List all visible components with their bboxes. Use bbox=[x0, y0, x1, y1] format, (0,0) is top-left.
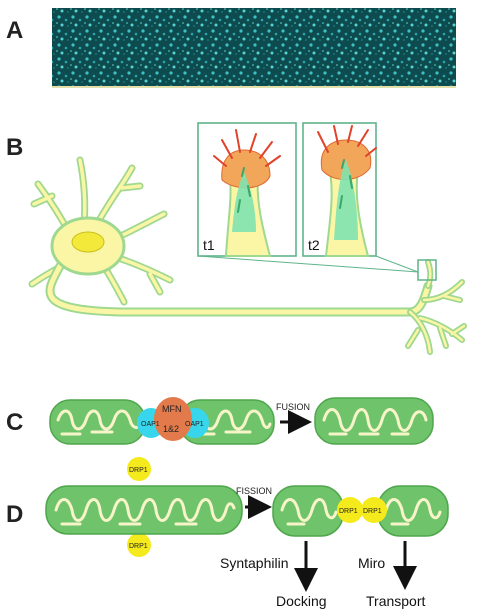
zoom-line-t1 bbox=[197, 255, 419, 273]
mfn-sub-label: 1&2 bbox=[163, 424, 179, 434]
panel-label-b: B bbox=[6, 134, 23, 161]
drp1-mid-right bbox=[361, 497, 387, 523]
mitochondrion-c-left bbox=[49, 399, 146, 445]
mitochondrion-fragment-right bbox=[377, 485, 449, 537]
drp1-mid-right-label: DRP1 bbox=[363, 508, 382, 515]
drp1-mid-left bbox=[337, 497, 363, 523]
opa1-left-label: OAP1 bbox=[141, 421, 160, 428]
inset-t2: t2 bbox=[302, 122, 377, 257]
micrograph-image bbox=[52, 8, 456, 86]
opa1-right-label: OAP1 bbox=[185, 421, 204, 428]
zoom-box bbox=[417, 259, 437, 281]
inset-t1-label: t1 bbox=[203, 237, 215, 253]
mfn-label: MFN bbox=[162, 404, 182, 414]
miro-label: Miro bbox=[358, 555, 385, 571]
drp1-top-label: DRP1 bbox=[129, 467, 148, 474]
drp1-mid-left-label: DRP1 bbox=[339, 508, 358, 515]
mfn-complex bbox=[154, 397, 192, 441]
transport-label: Transport bbox=[366, 593, 426, 609]
fission-label: FISSION bbox=[236, 486, 272, 496]
drp1-top bbox=[127, 457, 151, 481]
drp1-bottom bbox=[127, 533, 151, 557]
panel-label-c: C bbox=[6, 409, 23, 436]
mitochondrion-long bbox=[45, 485, 243, 535]
neuron bbox=[28, 156, 467, 355]
nucleus bbox=[71, 231, 105, 253]
panel-label-a: A bbox=[6, 17, 23, 44]
drp1-bottom-label: DRP1 bbox=[129, 543, 148, 550]
zoom-line-t2 bbox=[375, 255, 419, 273]
mitochondrion-fused bbox=[314, 397, 434, 445]
panel-label-d: D bbox=[6, 501, 23, 528]
syntaphilin-label: Syntaphilin bbox=[220, 555, 289, 571]
inset-t2-label: t2 bbox=[308, 237, 320, 253]
docking-label: Docking bbox=[276, 593, 327, 609]
fusion-label: FUSION bbox=[276, 402, 310, 412]
mitochondrion-fragment-left bbox=[272, 485, 344, 537]
inset-t1: t1 bbox=[197, 122, 297, 257]
